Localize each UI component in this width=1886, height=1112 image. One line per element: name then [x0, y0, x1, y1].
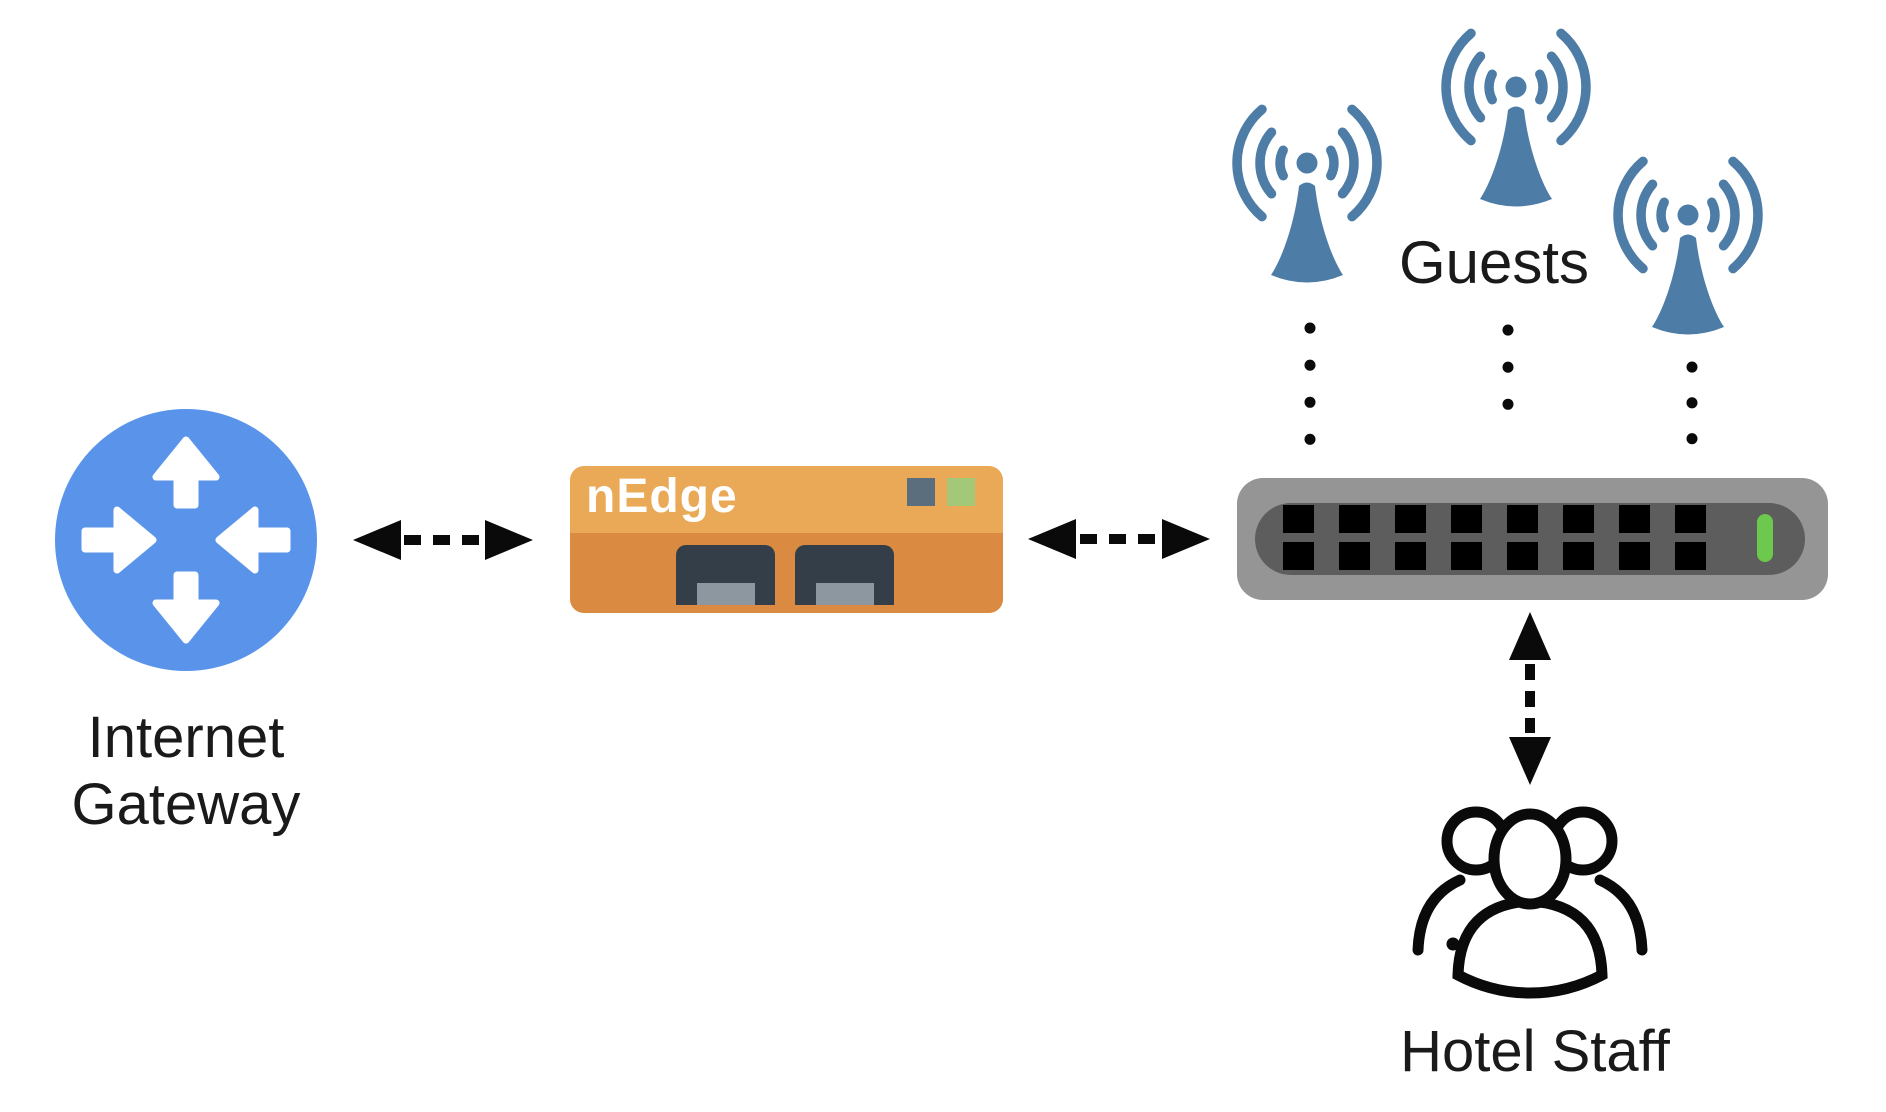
- switch-port: [1339, 542, 1370, 570]
- switch-port: [1563, 542, 1594, 570]
- internet-gateway-label: Internet Gateway: [36, 704, 336, 838]
- switch-port: [1563, 505, 1594, 533]
- switch-port: [1619, 505, 1650, 533]
- access-point-links: [1304, 322, 1698, 447]
- switch-port: [1507, 505, 1538, 533]
- nedge-status-square-dark: [907, 478, 935, 506]
- internet-gateway-label-line2: Gateway: [71, 772, 301, 837]
- switch-port: [1395, 542, 1426, 570]
- switch-faceplate: [1255, 503, 1805, 575]
- switch-ports: [1283, 505, 1706, 570]
- people-group-icon: [1412, 806, 1648, 999]
- nedge-body-bottom: [570, 533, 1003, 613]
- switch-port: [1451, 542, 1482, 570]
- wifi-access-point-icon: [1446, 33, 1586, 206]
- hotel-staff-label: Hotel Staff: [1400, 1019, 1670, 1084]
- connection-gateway-nedge: [353, 520, 533, 560]
- nedge-label: nEdge: [586, 470, 738, 523]
- switch-port: [1451, 505, 1482, 533]
- ethernet-switch-icon: [1237, 478, 1828, 600]
- switch-led: [1757, 514, 1773, 562]
- router-arrows: [81, 436, 291, 644]
- connection-switch-staff: [1509, 612, 1551, 785]
- switch-port: [1675, 542, 1706, 570]
- switch-port: [1619, 542, 1650, 570]
- guests-label: Guests: [1398, 229, 1590, 296]
- router-circle: [55, 409, 317, 671]
- switch-port: [1283, 505, 1314, 533]
- switch-port: [1675, 505, 1706, 533]
- switch-port: [1507, 542, 1538, 570]
- switch-port: [1339, 505, 1370, 533]
- nedge-status-square-green: [947, 478, 975, 506]
- internet-gateway-label-line1: Internet: [87, 705, 285, 770]
- nedge-appliance-icon: [570, 466, 1003, 613]
- nedge-ethernet-ports: [676, 545, 894, 605]
- switch-port: [1283, 542, 1314, 570]
- router-icon: [55, 409, 317, 671]
- connection-nedge-switch: [1028, 519, 1210, 559]
- switch-port: [1395, 505, 1426, 533]
